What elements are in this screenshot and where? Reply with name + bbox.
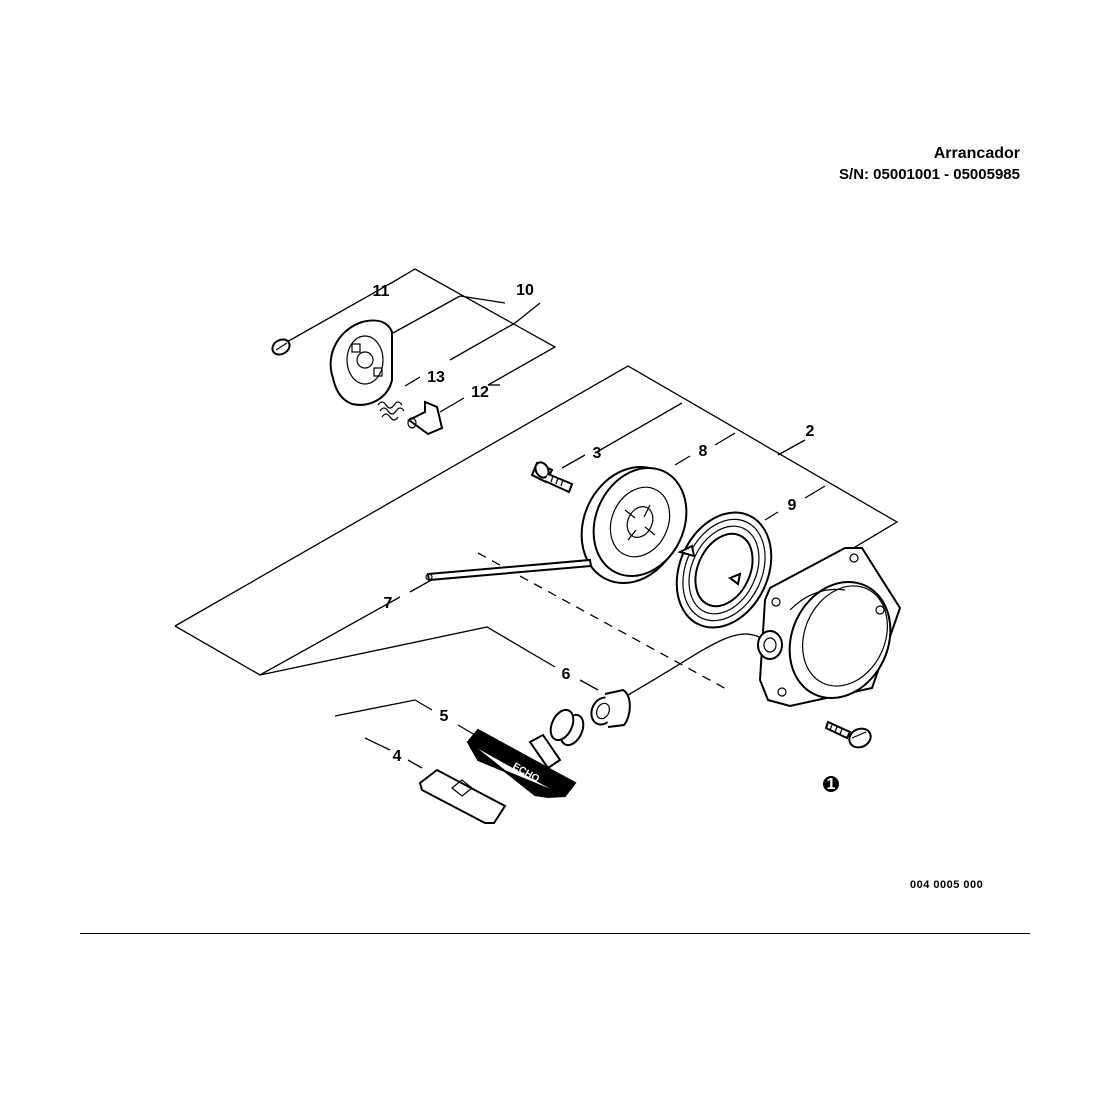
callout-9: 9: [788, 497, 797, 514]
callout-7: 7: [384, 595, 393, 612]
diagram-title: Arrancador: [933, 146, 1020, 160]
callout-11: 11: [373, 283, 390, 300]
pawl-part: [407, 400, 444, 436]
starter-housing-part: [757, 547, 902, 708]
callout-1-badge: [823, 776, 839, 792]
rope-bushing-part: [590, 688, 631, 728]
callout-1: 1: [827, 776, 836, 793]
callout-8: 8: [699, 443, 708, 460]
recoil-spring-part: [675, 511, 773, 629]
callout-2: 2: [806, 423, 815, 440]
handle-cover-part: [418, 768, 507, 824]
rope-part: [425, 558, 593, 582]
serial-number-range: S/N: 05001001 - 05005985: [839, 166, 1020, 183]
callout-3: 3: [593, 445, 602, 462]
callout-10: 10: [516, 282, 534, 299]
pawl-spring-part: [377, 401, 405, 421]
bolt-part: [824, 720, 872, 749]
clip-part: [271, 338, 291, 356]
callout-5: 5: [440, 708, 449, 725]
document-code: 004 0005 000: [910, 879, 984, 891]
rope-pulley-part: [580, 465, 688, 585]
callout-13: 13: [427, 369, 445, 386]
leader-lines-handle-group: [259, 626, 599, 769]
pawl-carrier-part: [329, 319, 393, 406]
callout-12: 12: [471, 384, 489, 401]
screw-part: [530, 461, 574, 494]
rope-path: [627, 633, 766, 696]
starter-handle-part: ECHO: [466, 708, 585, 799]
title-block: Arrancador S/N: 05001001 - 05005985: [839, 146, 1020, 183]
footer-divider: [80, 933, 1030, 934]
leader-lines-pawl-group: [284, 268, 557, 413]
callout-4: 4: [393, 748, 402, 765]
callout-6: 6: [562, 666, 571, 683]
